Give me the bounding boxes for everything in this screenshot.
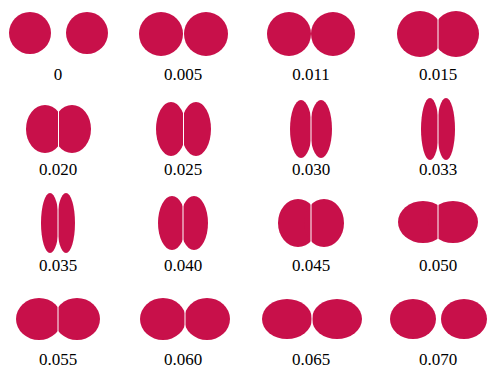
time-label: 0.035 [39,257,77,274]
time-label: 0 [54,66,63,83]
droplet-pair [267,12,355,56]
time-label: 0.015 [419,66,457,83]
time-label: 0.011 [292,66,330,83]
time-label: 0.070 [419,351,457,368]
time-label: 0.060 [164,351,202,368]
time-label: 0.005 [164,66,202,83]
droplet-pair [390,299,487,339]
time-label: 0.045 [292,257,330,274]
time-label: 0.055 [39,351,77,368]
time-label: 0.050 [419,257,457,274]
time-label: 0.040 [164,257,202,274]
droplet-pair [139,12,228,56]
contact-line [58,8,438,342]
time-label: 0.033 [419,161,457,178]
time-label: 0.030 [292,161,330,178]
time-label: 0.065 [292,351,330,368]
time-label: 0.025 [164,161,202,178]
droplet-pair [9,12,108,54]
time-label: 0.020 [39,161,77,178]
